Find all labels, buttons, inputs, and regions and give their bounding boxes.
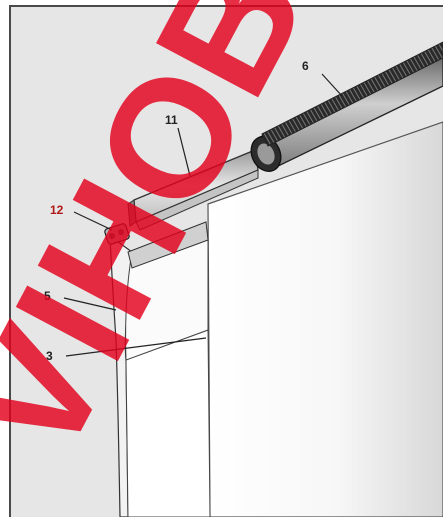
label-3: 3	[46, 349, 53, 363]
rail-lower-lip	[135, 169, 259, 231]
label-11: 11	[165, 113, 178, 127]
leader-line-5	[63, 297, 117, 311]
leader-line-11	[177, 127, 191, 177]
label-6: 6	[302, 59, 309, 73]
leader-line-3	[65, 337, 207, 357]
brush-tube-6	[250, 41, 443, 173]
label-12: 12	[50, 203, 64, 217]
leader-line-6	[321, 73, 343, 97]
leader-line-12	[73, 211, 113, 231]
rail-end-cap	[127, 199, 137, 227]
fabric-upper-face	[125, 239, 209, 361]
label-5: 5	[44, 289, 51, 303]
clamp-lower-bar	[127, 221, 209, 269]
